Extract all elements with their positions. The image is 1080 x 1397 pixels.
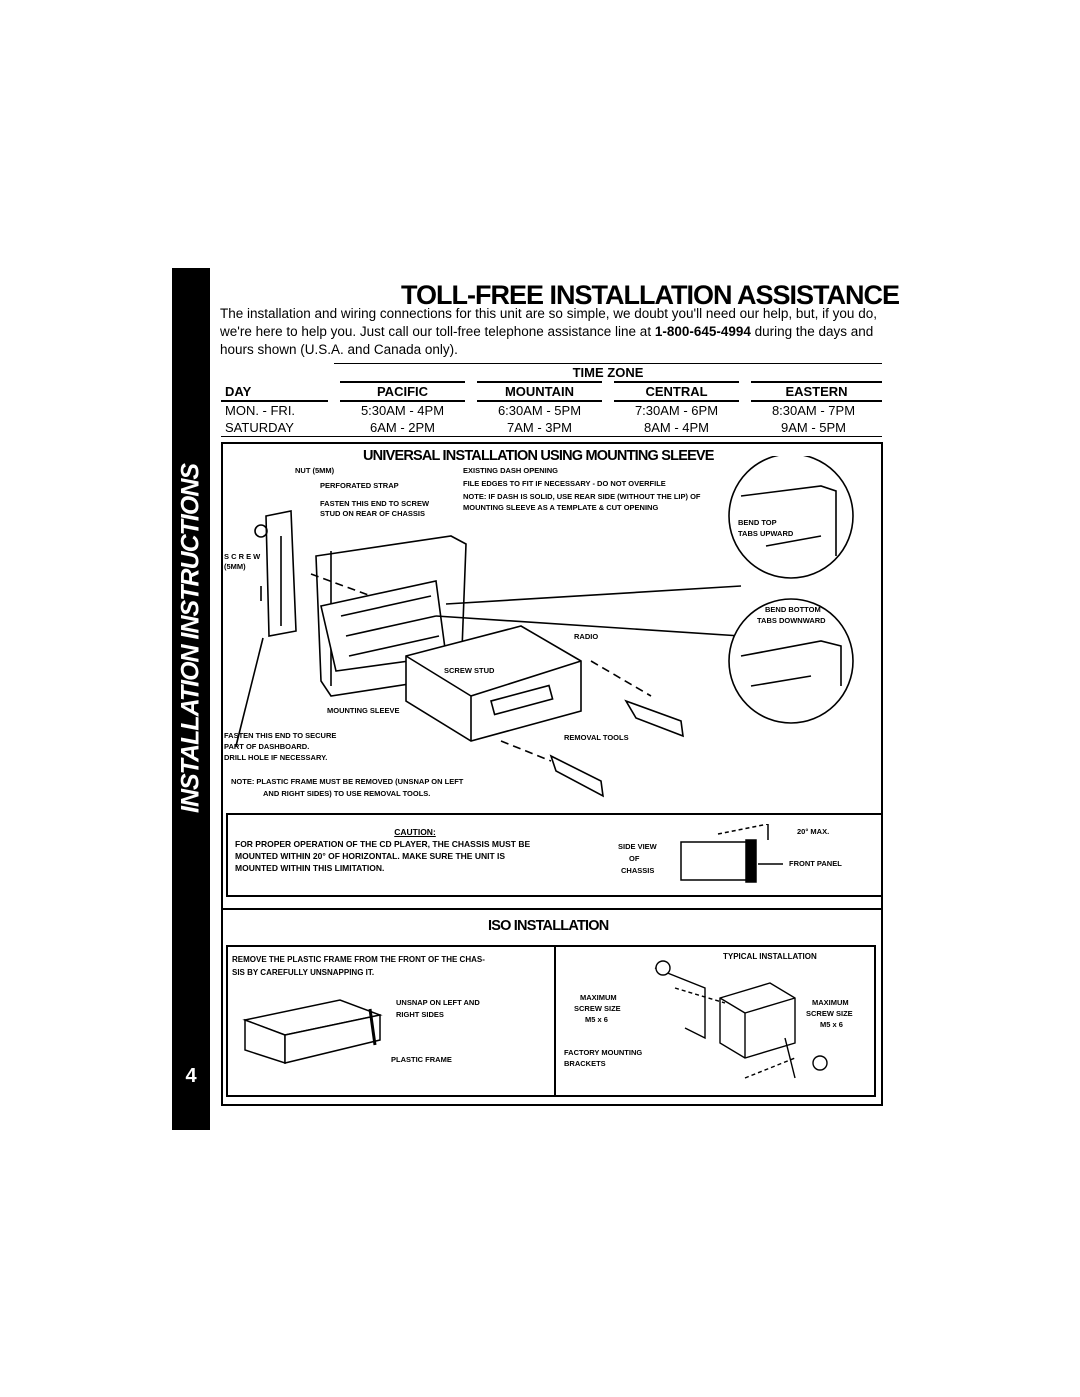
unsnap-label: UNSNAP ON LEFT AND — [396, 998, 480, 1007]
screw-label: S C R E W — [224, 552, 261, 561]
schedule-row: SATURDAY 6AM - 2PM 7AM - 3PM 8AM - 4PM 9… — [221, 419, 882, 437]
plastic-frame-label: PLASTIC FRAME — [391, 1055, 452, 1064]
iso-instruction-2: SIS BY CAREFULLY UNSNAPPING IT. — [232, 968, 375, 977]
caution-line: MOUNTED WITHIN THIS LIMITATION. — [235, 863, 385, 873]
time-zone-header: TIME ZONE — [334, 363, 882, 383]
fasten-dash-label: FASTEN THIS END TO SECURE — [224, 731, 337, 740]
schedule-table: TIME ZONE DAY PACIFIC MOUNTAIN CENTRAL E… — [221, 363, 882, 437]
time-zone-row: TIME ZONE — [221, 363, 882, 383]
intro-text-end: during the days and hours shown (U.S.A. … — [220, 324, 874, 357]
time-cell: 6:30AM - 5PM — [497, 403, 582, 418]
page-number: 4 — [185, 1065, 197, 1087]
caution-panel — [226, 813, 883, 897]
factory-brackets-label: FACTORY MOUNTING — [564, 1048, 643, 1057]
caution-text: CAUTION: FOR PROPER OPERATION OF THE CD … — [235, 826, 595, 874]
side-view-of-label: OF — [629, 854, 640, 863]
day-cell: MON. - FRI. — [225, 403, 296, 418]
front-panel-label: FRONT PANEL — [789, 859, 842, 868]
side-view-diagram — [680, 824, 783, 883]
mounting-sleeve-diagram — [235, 456, 854, 798]
phone-number: 1-800-645-4994 — [654, 324, 751, 339]
time-cell: 5:30AM - 4PM — [360, 403, 445, 418]
intro-text: The installation and wiring connections … — [220, 306, 877, 339]
screw-size-label: (5MM) — [224, 562, 246, 571]
sidebar-label: INSTALLATION INSTRUCTIONS — [176, 463, 205, 813]
strap-label: PERFORATED STRAP — [320, 481, 399, 490]
time-cell: 7:30AM - 6PM — [634, 403, 719, 418]
removal-tools-label: REMOVAL TOOLS — [564, 733, 629, 742]
max-screw-left: MAXIMUM — [580, 993, 617, 1002]
col-day: DAY — [221, 382, 334, 402]
max-screw-left-3: M5 x 6 — [585, 1015, 608, 1024]
dash-note-label-2: MOUNTING SLEEVE AS A TEMPLATE & CUT OPEN… — [463, 503, 659, 512]
screw-stud-label: SCREW STUD — [444, 666, 495, 675]
day-cell: SATURDAY — [221, 419, 334, 437]
time-cell: 7AM - 3PM — [471, 419, 608, 437]
max-screw-right-3: M5 x 6 — [820, 1020, 843, 1029]
iso-inner-panel — [226, 945, 876, 1097]
iso-divider — [554, 945, 556, 1097]
max-screw-left-2: SCREW SIZE — [574, 1004, 621, 1013]
fasten-dash-label-3: DRILL HOLE IF NECESSARY. — [224, 753, 328, 762]
sidebar-bar — [172, 268, 210, 1130]
file-edges-label: FILE EDGES TO FIT IF NECESSARY - DO NOT … — [463, 479, 666, 488]
bend-bottom-label-2: TABS DOWNWARD — [757, 616, 826, 625]
radio-label: RADIO — [574, 632, 599, 641]
mounting-sleeve-label: MOUNTING SLEEVE — [327, 706, 400, 715]
dash-note-label: NOTE: IF DASH IS SOLID, USE REAR SIDE (W… — [463, 492, 701, 501]
side-view-label: SIDE VIEW — [618, 842, 657, 851]
chassis-label: CHASSIS — [621, 866, 655, 875]
note-label-2: AND RIGHT SIDES) TO USE REMOVAL TOOLS. — [263, 789, 431, 798]
unsnap-label-2: RIGHT SIDES — [396, 1010, 444, 1019]
caution-line: FOR PROPER OPERATION OF THE CD PLAYER, T… — [235, 839, 531, 849]
fasten-stud-label-2: STUD ON REAR OF CHASSIS — [320, 509, 426, 518]
col-central: CENTRAL — [602, 382, 745, 402]
bend-bottom-label: BEND BOTTOM — [765, 605, 821, 614]
time-cell: 9AM - 5PM — [745, 419, 882, 437]
universal-title: UNIVERSAL INSTALLATION USING MOUNTING SL… — [363, 448, 714, 464]
typical-installation-diagram — [654, 960, 828, 1079]
schedule-header-row: DAY PACIFIC MOUNTAIN CENTRAL EASTERN — [221, 382, 882, 402]
intro-paragraph: The installation and wiring connections … — [220, 305, 885, 359]
plastic-frame-diagram — [242, 999, 383, 1065]
time-cell: 8:30AM - 7PM — [771, 403, 856, 418]
nut-label: NUT (5MM) — [295, 466, 335, 475]
note-label: NOTE: PLASTIC FRAME MUST BE REMOVED (UNS… — [231, 777, 464, 786]
time-cell: 6AM - 2PM — [334, 419, 471, 437]
caution-line: MOUNTED WITHIN 20° OF HORIZONTAL. MAKE S… — [235, 851, 506, 861]
col-pacific: PACIFIC — [328, 382, 471, 402]
iso-title: ISO INSTALLATION — [488, 918, 609, 934]
max-screw-right-2: SCREW SIZE — [806, 1009, 853, 1018]
max-angle-label: 20° MAX. — [797, 827, 830, 836]
bend-top-label: BEND TOP — [738, 518, 777, 527]
iso-instruction: REMOVE THE PLASTIC FRAME FROM THE FRONT … — [232, 955, 485, 964]
schedule-row: MON. - FRI. 5:30AM - 4PM 6:30AM - 5PM 7:… — [221, 401, 882, 419]
typical-installation-label: TYPICAL INSTALLATION — [723, 952, 817, 961]
bend-top-label-2: TABS UPWARD — [738, 529, 794, 538]
dash-opening-label: EXISTING DASH OPENING — [463, 466, 559, 475]
page-title: TOLL-FREE INSTALLATION ASSISTANCE — [401, 280, 900, 310]
fasten-stud-label: FASTEN THIS END TO SCREW — [320, 499, 430, 508]
caution-heading: CAUTION: — [394, 827, 436, 837]
factory-brackets-label-2: BRACKETS — [564, 1059, 606, 1068]
iso-installation-panel — [221, 908, 883, 1106]
col-eastern: EASTERN — [739, 382, 882, 402]
fasten-dash-label-2: PART OF DASHBOARD. — [224, 742, 310, 751]
col-mountain: MOUNTAIN — [465, 382, 608, 402]
time-cell: 8AM - 4PM — [608, 419, 745, 437]
max-screw-right: MAXIMUM — [812, 998, 849, 1007]
